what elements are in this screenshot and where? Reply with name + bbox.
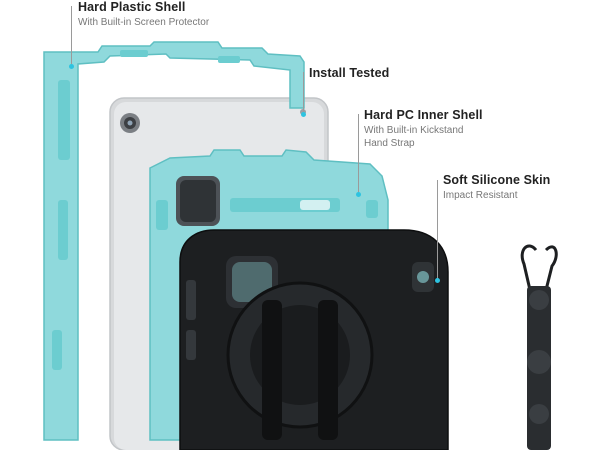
feature-subtitle-line-1: With Built-in Kickstand — [364, 125, 464, 136]
indicator-dot-hard-plastic-shell — [69, 64, 74, 69]
leader-line-hard-pc-inner-shell — [358, 114, 359, 194]
feature-label-hard-plastic-shell: Hard Plastic Shell With Built-in Screen … — [78, 0, 209, 29]
leader-line-hard-plastic-shell — [71, 6, 72, 66]
feature-title: Hard PC Inner Shell — [364, 108, 483, 122]
leader-line-soft-silicone-skin — [437, 180, 438, 280]
feature-subtitle: Impact Resistant — [443, 190, 518, 201]
feature-title: Soft Silicone Skin — [443, 173, 551, 187]
leader-line-install-tested — [303, 72, 304, 114]
carry-strap — [520, 244, 558, 450]
feature-title: Hard Plastic Shell — [78, 0, 186, 14]
soft-silicone-skin — [179, 229, 449, 450]
feature-label-hard-pc-inner-shell: Hard PC Inner Shell With Built-in Kickst… — [364, 108, 483, 150]
indicator-dot-install-tested — [301, 112, 306, 117]
case-camera-cutout-icon — [417, 271, 429, 283]
indicator-dot-soft-silicone-skin — [435, 278, 440, 283]
feature-label-install-tested: Install Tested — [309, 66, 389, 80]
feature-label-soft-silicone-skin: Soft Silicone Skin Impact Resistant — [443, 173, 550, 202]
feature-subtitle: With Built-in Screen Protector — [78, 17, 210, 28]
feature-title: Install Tested — [309, 66, 390, 80]
indicator-dot-hard-pc-inner-shell — [356, 192, 361, 197]
hard-plastic-shell — [43, 41, 305, 441]
feature-subtitle-line-2: Hand Strap — [364, 138, 415, 149]
